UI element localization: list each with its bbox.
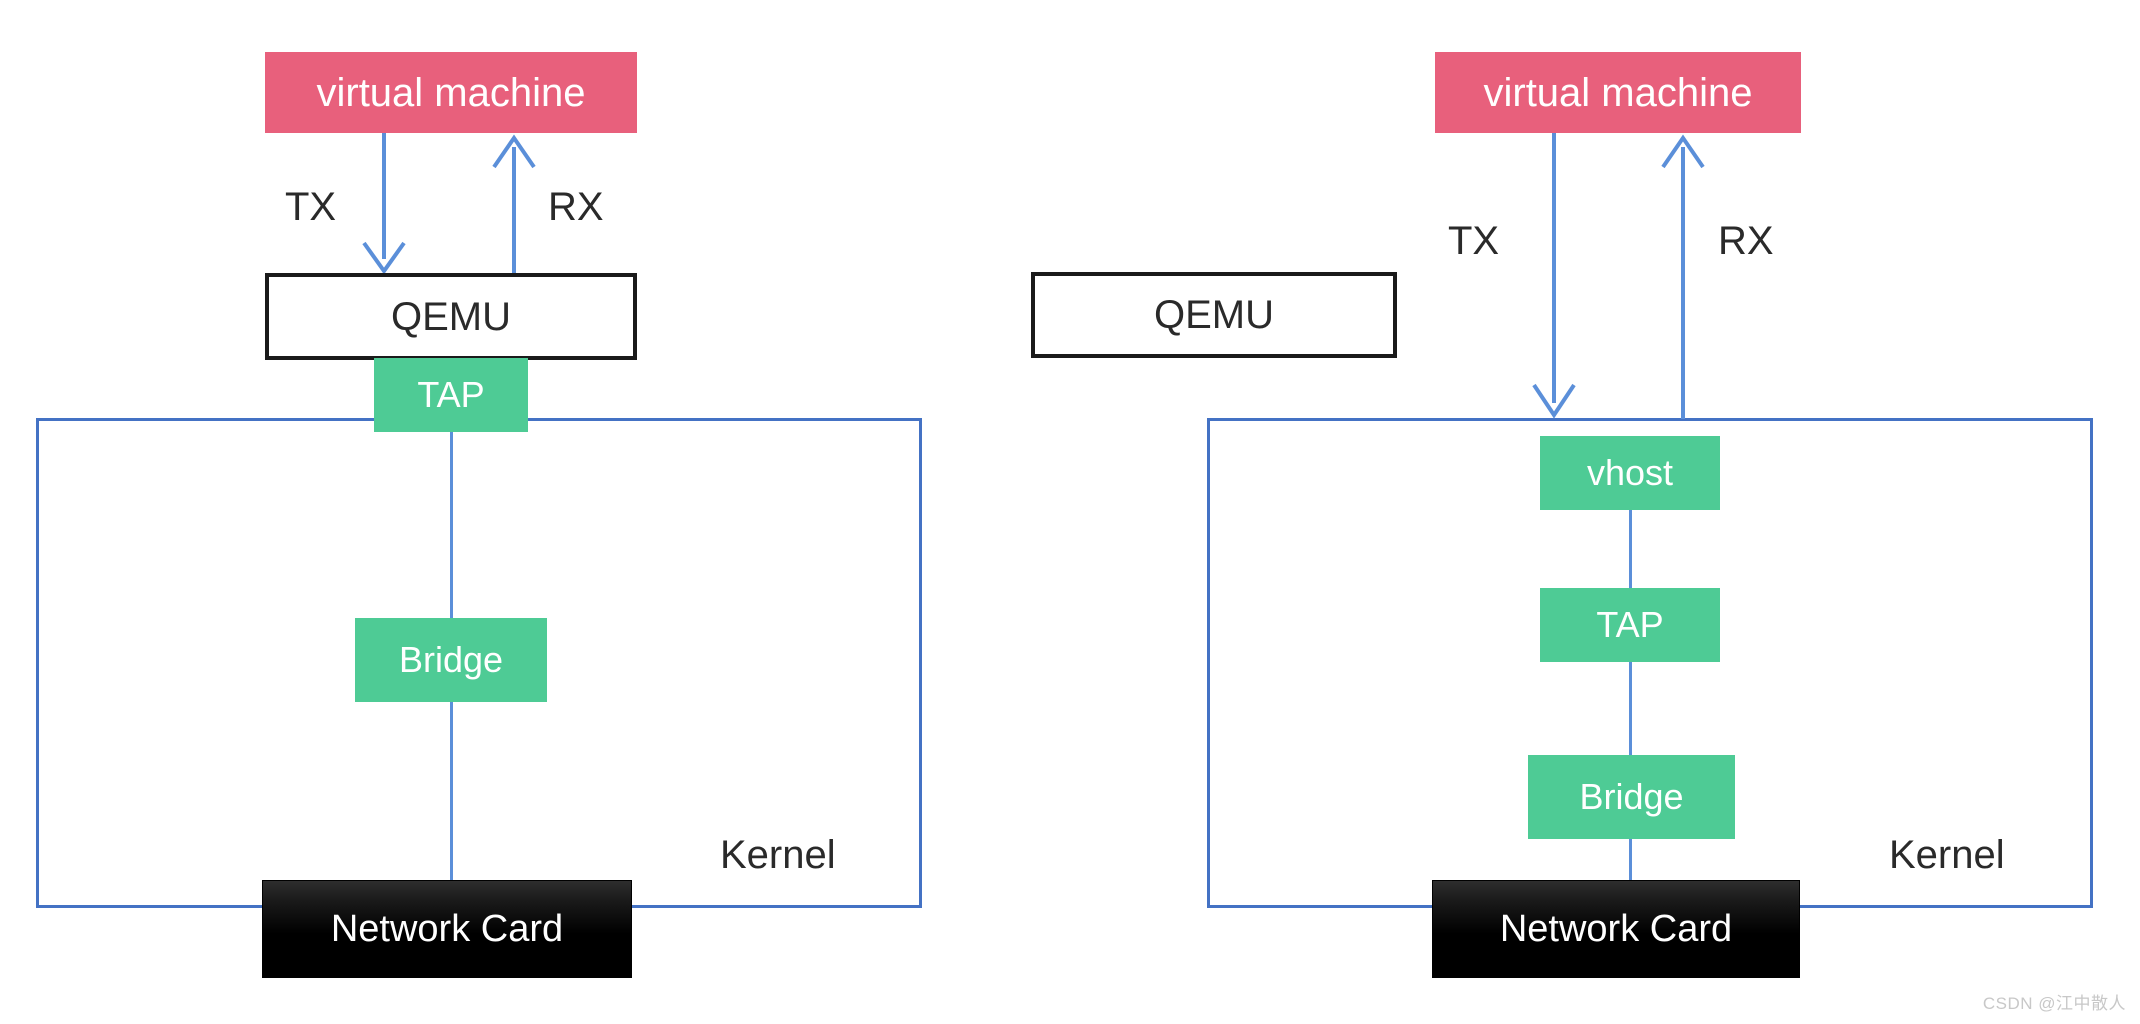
left-tx-label: TX <box>285 185 337 229</box>
right-rx-label: RX <box>1718 219 1774 263</box>
right-qemu-label: QEMU <box>1154 293 1274 337</box>
right-virtual-machine-label: virtual machine <box>1483 70 1753 115</box>
right-tap-box: TAP <box>1540 588 1720 662</box>
left-qemu-label: QEMU <box>391 294 511 339</box>
left-qemu-box: QEMU <box>265 273 637 360</box>
right-network-card-label: Network Card <box>1499 908 1733 950</box>
right-bridge-label: Bridge <box>1579 776 1684 817</box>
left-tx-arrow-icon <box>362 133 406 275</box>
right-network-card-box: Network Card <box>1432 880 1800 978</box>
right-rx-arrow-icon <box>1661 134 1705 419</box>
right-virtual-machine-box: virtual machine <box>1435 52 1801 133</box>
left-virtual-machine-box: virtual machine <box>265 52 637 133</box>
left-kernel-label: Kernel <box>720 833 836 877</box>
left-rx-arrow-icon <box>492 134 536 275</box>
csdn-watermark: CSDN @江中散人 <box>1982 994 2126 1013</box>
left-bridge-box: Bridge <box>355 618 547 702</box>
right-tap-label: TAP <box>1596 604 1664 645</box>
left-bridge-label: Bridge <box>398 639 504 680</box>
left-tap-label: TAP <box>417 374 485 415</box>
right-vhost-box: vhost <box>1540 436 1720 510</box>
right-qemu-box: QEMU <box>1031 272 1397 358</box>
left-bridge-nic-connector <box>450 700 453 885</box>
right-kernel-label: Kernel <box>1889 833 2005 877</box>
left-virtual-machine-label: virtual machine <box>316 70 586 115</box>
right-bridge-nic-connector <box>1629 837 1632 885</box>
right-tap-bridge-connector <box>1629 660 1632 757</box>
left-rx-label: RX <box>548 185 604 229</box>
left-tap-box: TAP <box>374 358 528 432</box>
right-tx-arrow-icon <box>1532 133 1576 419</box>
right-vhost-label: vhost <box>1586 452 1674 493</box>
left-tap-bridge-connector <box>450 432 453 620</box>
left-network-card-label: Network Card <box>330 908 564 950</box>
left-network-card-box: Network Card <box>262 880 632 978</box>
right-bridge-box: Bridge <box>1528 755 1735 839</box>
right-tx-label: TX <box>1448 219 1500 263</box>
right-vhost-tap-connector <box>1629 508 1632 590</box>
